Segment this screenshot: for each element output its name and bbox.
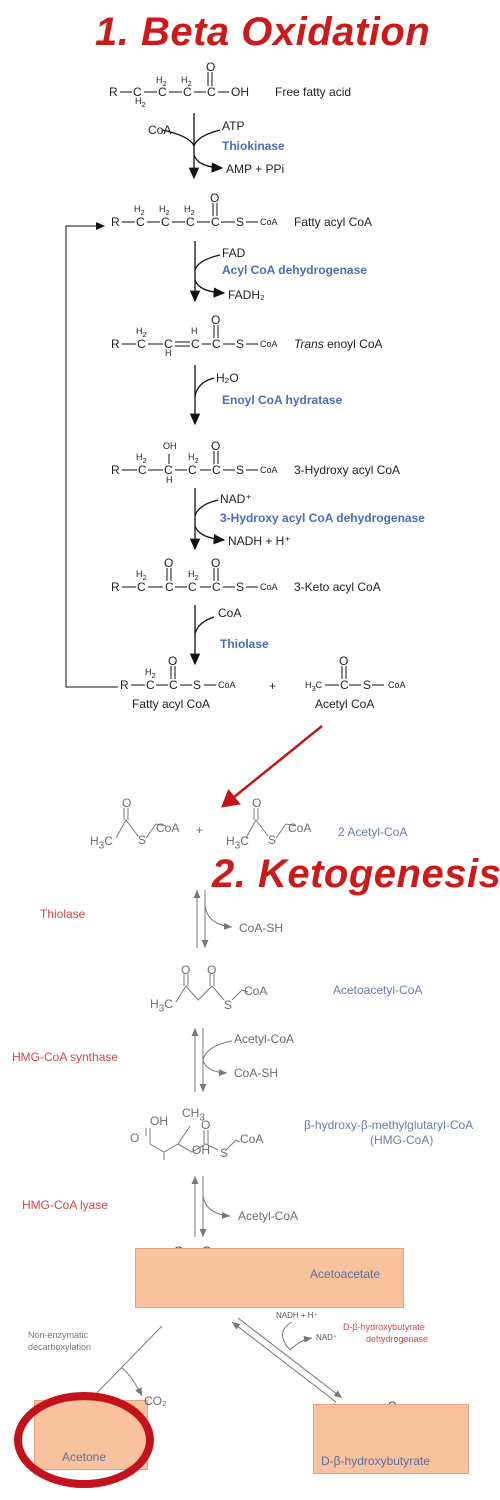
enzyme-hmg-coa-lyase: HMG-CoA lyase — [22, 1198, 109, 1212]
acetyl-coa-label: Acetyl CoA — [315, 697, 375, 711]
trans-enoyl-coa-label: Trans enoyl CoA — [294, 337, 383, 351]
enzyme-acyl-coa-dehydrogenase: Acyl CoA dehydrogenase — [222, 263, 367, 277]
acetoacetate-box — [135, 1248, 404, 1308]
cofactor-coa-sh-2: CoA-SH — [234, 1066, 279, 1080]
plus-sign: + — [269, 679, 277, 693]
cofactor-coa-sh-1: CoA-SH — [239, 921, 284, 935]
step3-water-input: H₂O — [216, 371, 239, 385]
beta-oxidation-title: 1. Beta Oxidation — [95, 10, 431, 54]
fatty-acyl-coa-label: Fatty acyl CoA — [294, 215, 373, 229]
keto-plus-sign: + — [196, 823, 204, 837]
acetoacetyl-coa-label: Acetoacetyl-CoA — [333, 983, 423, 997]
cofactor-acetyl-coa-in: Acetyl-CoA — [234, 1032, 295, 1046]
enzyme-thiolase-keto: Thiolase — [40, 907, 86, 921]
enzyme-bhb-dh-line1: D-β-hydroxybutyrate — [343, 1322, 425, 1332]
two-acetyl-coa-label: 2 Acetyl-CoA — [338, 825, 408, 839]
hmg-coa-label-line2: (HMG-CoA) — [370, 1133, 434, 1147]
step2-fad-input: FAD — [222, 246, 246, 260]
cofactor-nad: NAD⁺ — [316, 1333, 338, 1342]
step4-output: NADH + H⁺ — [228, 534, 291, 548]
red-connector-arrow — [221, 725, 323, 808]
step4-nad-input: NAD⁺ — [220, 492, 252, 506]
enzyme-bhb-dh-line2: dehydrogenase — [366, 1334, 429, 1344]
step2-output: FADH₂ — [228, 288, 265, 302]
ketogenesis-title: 2. Ketogenesis — [212, 852, 500, 896]
hydroxy-acyl-coa-label: 3-Hydroxy acyl CoA — [294, 463, 401, 477]
cofactor-nadh: NADH + H⁺ — [276, 1311, 318, 1320]
d-bhb-label: D-β-hydroxybutyrate — [321, 1454, 430, 1468]
cofactor-acetyl-coa-out: Acetyl-CoA — [238, 1209, 299, 1223]
step1-atp-input: ATP — [222, 119, 245, 133]
enzyme-thiolase: Thiolase — [220, 637, 269, 651]
beta-arrows — [161, 113, 226, 666]
hmg-coa-label-line1: β-hydroxy-β-methylglutaryl-CoA — [304, 1118, 474, 1132]
non-enzymatic-label-1: Non-enzymatic — [28, 1330, 89, 1340]
acetone-highlight-ring — [14, 1392, 154, 1488]
free-fatty-acid-label: Free fatty acid — [275, 85, 352, 99]
keto-acyl-coa-label: 3-Keto acyl CoA — [294, 580, 381, 594]
d-bhb-box — [313, 1404, 469, 1474]
product-fatty-acyl-coa-label: Fatty acyl CoA — [132, 697, 211, 711]
step1-coa-input: CoA — [148, 123, 172, 137]
acetoacetate-label: Acetoacetate — [310, 1267, 381, 1281]
step1-output: AMP + PPi — [226, 162, 285, 176]
beta-structures — [120, 72, 384, 686]
enzyme-enoyl-coa-hydratase: Enoyl CoA hydratase — [222, 393, 343, 407]
cofactor-co2: CO₂ — [144, 1394, 167, 1408]
keto-arrows — [87, 890, 343, 1403]
recycle-loop-arrow — [65, 222, 118, 688]
step5-coa-input: CoA — [218, 606, 242, 620]
enzyme-hmg-coa-synthase: HMG-CoA synthase — [12, 1050, 119, 1064]
enzyme-thiokinase: Thiokinase — [222, 139, 285, 153]
non-enzymatic-label-2: decarboxylation — [28, 1342, 92, 1352]
enzyme-hydroxy-acyl-coa-dehydrogenase: 3-Hydroxy acyl CoA dehydrogenase — [220, 511, 425, 525]
